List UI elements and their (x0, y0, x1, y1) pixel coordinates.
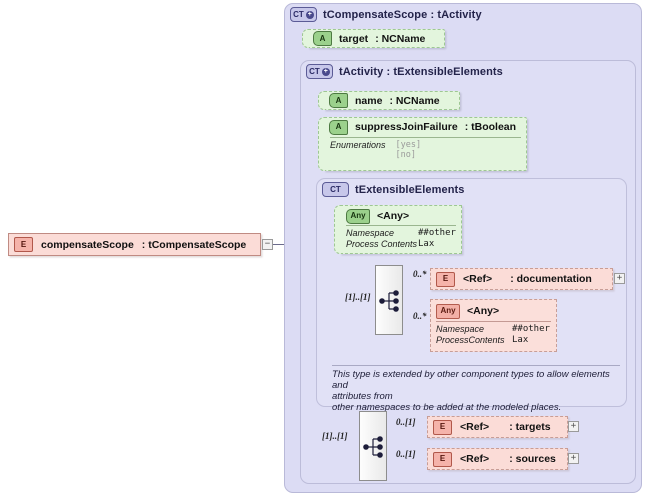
any-pink-row: Any <Any> (431, 300, 556, 320)
element-icon: E (436, 271, 455, 287)
complextype-tActivity-label: tActivity : tExtensibleElements (339, 65, 503, 78)
attribute-suppressJoinFailure-name: suppressJoinFailure (355, 121, 458, 133)
attribute-name[interactable]: A name : NCName (318, 91, 460, 110)
element-ref-sources[interactable]: E <Ref> : sources (427, 448, 568, 470)
root-element-compensateScope[interactable]: E compensateScope : tCompensateScope (8, 233, 261, 256)
ref-sources-expand-toggle[interactable]: + (568, 453, 579, 464)
complextype-tExtensibleElements-label: tExtensibleElements (355, 183, 465, 196)
attribute-target-row: A target : NCName (309, 30, 444, 47)
attribute-target-type: : NCName (375, 32, 426, 45)
attribute-icon: A (313, 31, 332, 46)
attribute-suppressJoinFailure-row: A suppressJoinFailure : tBoolean (325, 118, 526, 136)
attribute-suppressJoinFailure-type: : tBoolean (464, 121, 517, 133)
any-icon: Any (436, 303, 460, 319)
cardinality-ref-sources: 0..[1] (396, 449, 416, 459)
attribute-name-type: : NCName (389, 94, 440, 107)
element-ref-documentation-type: : documentation (510, 273, 592, 285)
any-prop-row: Namespace ##other (346, 228, 456, 239)
ref-targets-expand-toggle[interactable]: + (568, 421, 579, 432)
any-prop-key: Process Contents (346, 239, 418, 249)
cardinality-sequence-inner: [1]..[1] (345, 292, 371, 302)
complextype-tActivity-header[interactable]: CT+ tActivity : tExtensibleElements (306, 64, 503, 79)
enumerations-values: [yes] [no] (396, 140, 422, 160)
enumeration-value: [no] (395, 150, 417, 160)
attribute-target[interactable]: A target : NCName (302, 29, 445, 48)
annotation-line: other namespaces to be added at the mode… (332, 402, 562, 413)
element-ref-documentation-name: <Ref> (463, 273, 493, 285)
element-ref-targets-name: <Ref> (460, 421, 490, 433)
attribute-name-name: name (355, 94, 383, 107)
attribute-icon: A (329, 119, 348, 135)
any-prop-key: Namespace (436, 324, 485, 334)
complextype-tCompensateScope-header[interactable]: CT+ tCompensateScope : tActivity (290, 7, 482, 22)
any-prop-value: Lax (418, 239, 435, 249)
any-pink-title: <Any> (467, 305, 500, 317)
expand-badge-icon: + (321, 67, 330, 76)
attribute-suppressJoinFailure[interactable]: A suppressJoinFailure : tBoolean Enumera… (318, 117, 527, 171)
element-ref-documentation[interactable]: E <Ref> : documentation (430, 268, 613, 290)
attribute-name-row: A name : NCName (325, 92, 459, 109)
cardinality-any-pink: 0..* (413, 311, 427, 321)
enumerations-block: Enumerations [yes] [no] (330, 137, 521, 160)
any-pink-props: Namespace ##other ProcessContents Lax (436, 321, 551, 346)
any-prop-row: ProcessContents Lax (436, 335, 551, 346)
any-prop-key: Namespace (346, 228, 395, 238)
sequence-icon (363, 436, 383, 458)
sequence-icon (379, 290, 399, 312)
any-green-props: Namespace ##other Process Contents Lax (346, 225, 456, 250)
annotation-line: attributes from (332, 391, 393, 402)
sequence-compositor-inner[interactable] (375, 265, 403, 335)
expand-badge-icon: + (305, 10, 314, 19)
annotation-line: This type is extended by other component… (332, 369, 610, 391)
complextype-icon: CT (322, 182, 349, 197)
any-wildcard-green[interactable]: Any <Any> Namespace ##other Process Cont… (334, 205, 462, 254)
element-icon: E (433, 419, 452, 435)
any-prop-row: Namespace ##other (436, 324, 551, 335)
any-prop-key: ProcessContents (436, 335, 505, 345)
any-green-title: <Any> (377, 210, 410, 222)
complextype-icon: CT+ (306, 64, 333, 79)
enumeration-value: [yes] (395, 140, 422, 150)
any-prop-value: ##other (418, 228, 456, 238)
type-annotation: This type is extended by other component… (332, 365, 620, 413)
ref-documentation-expand-toggle[interactable]: + (614, 273, 625, 284)
root-element-name: compensateScope (41, 238, 134, 251)
any-prop-value: ##other (512, 324, 550, 334)
element-ref-targets-type: : targets (509, 421, 551, 433)
sequence-compositor-outer[interactable] (359, 411, 387, 481)
any-icon: Any (346, 208, 370, 224)
element-ref-sources-type: : sources (509, 453, 556, 465)
any-prop-row: Process Contents Lax (346, 239, 456, 250)
cardinality-ref-documentation: 0..* (413, 269, 427, 279)
element-ref-targets[interactable]: E <Ref> : targets (427, 416, 568, 438)
element-ref-sources-name: <Ref> (460, 453, 490, 465)
any-wildcard-pink[interactable]: Any <Any> Namespace ##other ProcessConte… (430, 299, 557, 352)
element-icon: E (14, 237, 33, 252)
any-green-row: Any <Any> (341, 206, 461, 224)
any-prop-value: Lax (512, 335, 529, 345)
root-collapse-toggle[interactable]: − (262, 239, 273, 250)
cardinality-sequence-outer: [1]..[1] (322, 431, 348, 441)
complextype-tCompensateScope-label: tCompensateScope : tActivity (323, 8, 482, 21)
complextype-tExtensibleElements-header[interactable]: CT tExtensibleElements (322, 182, 465, 197)
enumerations-label: Enumerations (330, 140, 386, 150)
attribute-icon: A (329, 93, 348, 108)
element-icon: E (433, 451, 452, 467)
cardinality-ref-targets: 0..[1] (396, 417, 416, 427)
root-element-type: : tCompensateScope (141, 238, 247, 251)
attribute-target-name: target (339, 32, 369, 45)
complextype-icon: CT+ (290, 7, 317, 22)
